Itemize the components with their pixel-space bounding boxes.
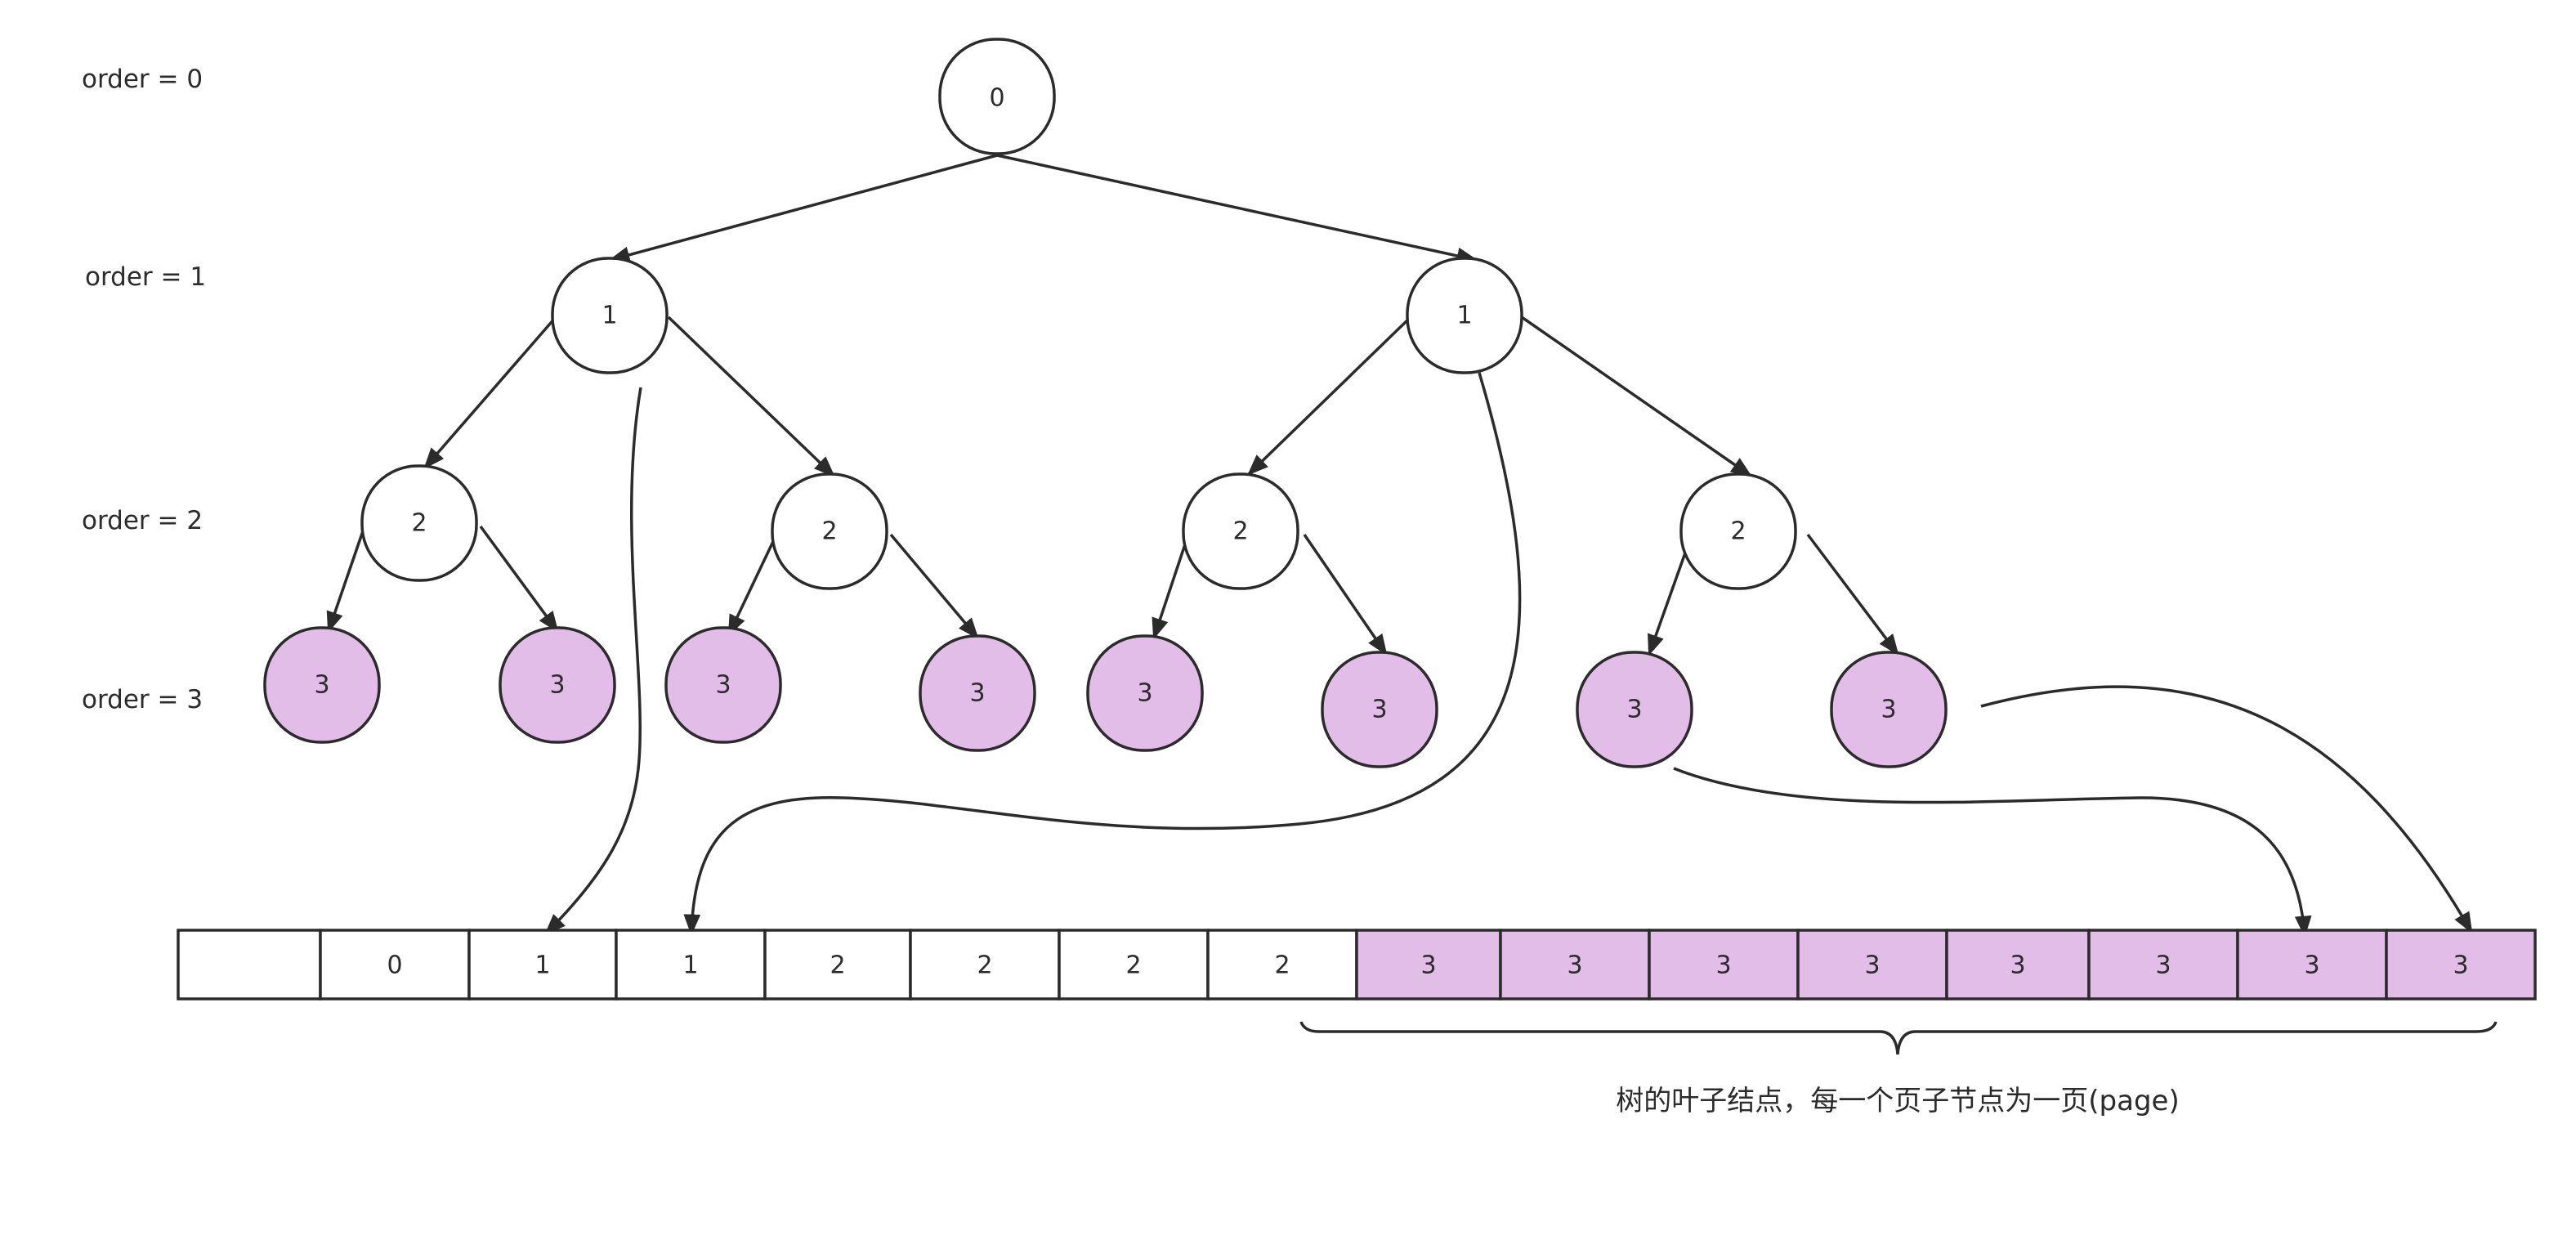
- node-order-2-c: 2: [1182, 472, 1299, 590]
- array-cell-4: 2: [763, 929, 912, 1001]
- edge-l2c-l3f: [1303, 534, 1388, 656]
- node-order-2-b: 2: [771, 472, 888, 590]
- leaf-node-3: 3: [664, 626, 782, 744]
- leaf-node-5: 3: [1086, 634, 1204, 752]
- array-cell-12: 3: [1945, 929, 2091, 1001]
- node-label: 3: [314, 671, 329, 700]
- array-cell-5: 2: [909, 929, 1061, 1001]
- cell-label: 1: [534, 951, 550, 980]
- curve-leaf-to-cell-14: [1673, 767, 2312, 938]
- leaf-node-6: 3: [1321, 651, 1438, 768]
- node-label: 2: [821, 517, 837, 546]
- node-label: 3: [549, 671, 565, 700]
- node-order-2-a: 2: [360, 464, 478, 582]
- node-label: 1: [1456, 302, 1472, 330]
- node-label: 2: [1232, 517, 1248, 546]
- curve-l1b-to-cell-1: [683, 372, 1522, 936]
- node-label: 0: [989, 84, 1004, 113]
- mapping-curves: [544, 372, 2473, 938]
- order-label-3: order = 3: [82, 685, 203, 714]
- curve-leaf-to-cell-15: [1980, 685, 2473, 934]
- order-label-2: order = 2: [82, 506, 203, 535]
- cell-label: 3: [2453, 951, 2468, 980]
- array-cell-1: 0: [319, 929, 471, 1001]
- array-cell-9: 3: [1499, 929, 1651, 1001]
- node-label: 2: [411, 509, 427, 538]
- node-label: 3: [969, 679, 985, 708]
- node-order-1-a: 1: [551, 257, 669, 374]
- order-label-0: order = 0: [82, 65, 203, 94]
- array-cell-3: 1: [615, 929, 767, 1001]
- edge-root-right: [996, 154, 1478, 265]
- node-order-1-b: 1: [1406, 257, 1523, 374]
- node-label: 1: [602, 302, 617, 330]
- cell-label: 1: [682, 951, 698, 980]
- edge-l2b-l3d: [889, 533, 979, 639]
- edge-l2c-l3e: [1152, 534, 1190, 640]
- array-cell-14: 3: [2236, 929, 2388, 1001]
- page-array: 0 1 1 2 2 2 2 3: [177, 929, 2537, 1001]
- cell-label: 3: [1715, 951, 1731, 980]
- cell-label: 2: [1274, 951, 1290, 980]
- array-cell-8: 3: [1355, 929, 1502, 1001]
- node-label: 3: [1137, 679, 1152, 708]
- cell-label: 3: [1567, 951, 1582, 980]
- array-cell-11: 3: [1796, 929, 1948, 1001]
- cell-label: 0: [387, 951, 402, 980]
- cell-label: 3: [1420, 951, 1436, 980]
- node-label: 3: [1371, 696, 1387, 724]
- array-cell-2: 1: [467, 929, 618, 1001]
- array-cell-6: 2: [1058, 929, 1210, 1001]
- array-cell-7: 2: [1206, 929, 1358, 1001]
- leaf-node-4: 3: [919, 634, 1036, 752]
- order-label-1: order = 1: [85, 262, 206, 292]
- cell-label: 3: [2304, 951, 2319, 980]
- cell-label: 2: [1125, 951, 1141, 980]
- cell-label: 3: [2155, 951, 2171, 980]
- edge-root-left: [608, 154, 998, 263]
- array-cell-0: [177, 929, 322, 1001]
- leaf-node-7: 3: [1576, 651, 1693, 768]
- node-order-0: 0: [938, 38, 1056, 155]
- edge-l1a-l2a: [423, 316, 557, 469]
- cell-label: 2: [977, 951, 992, 980]
- tree-edges: [326, 154, 1899, 656]
- edge-l2a-l3b: [479, 525, 559, 633]
- cell-label: 2: [830, 951, 845, 980]
- tree-nodes: 0 1 1 2 2 2 2 3: [263, 38, 1948, 768]
- edge-l1b-l2d: [1521, 316, 1753, 477]
- cell-label: 3: [2010, 951, 2025, 980]
- leaf-range-brace: [1299, 1021, 2498, 1055]
- leaf-node-2: 3: [499, 626, 616, 744]
- leaf-node-1: 3: [263, 626, 381, 744]
- leaf-node-8: 3: [1830, 651, 1948, 768]
- node-label: 3: [1881, 696, 1896, 724]
- edge-l1a-l2b: [667, 316, 835, 477]
- order-labels: order = 0 order = 1 order = 2 order = 3: [82, 65, 206, 714]
- edge-l2d-l3h: [1806, 533, 1899, 656]
- array-cell-13: 3: [2087, 929, 2239, 1001]
- array-cell-10: 3: [1648, 929, 1800, 1001]
- edge-l1b-l2c: [1247, 316, 1412, 476]
- node-order-2-d: 2: [1679, 472, 1797, 590]
- curve-l1a-to-cell-1: [544, 387, 642, 935]
- edge-l2a-l3a: [326, 526, 366, 633]
- leaf-caption: 树的叶子结点，每一个页子节点为一页(page): [1616, 1085, 2179, 1117]
- edge-l2b-l3c: [727, 534, 778, 637]
- node-label: 3: [1626, 696, 1642, 724]
- node-label: 3: [715, 671, 731, 700]
- array-cell-15: 3: [2385, 929, 2537, 1001]
- node-label: 2: [1730, 517, 1746, 546]
- cell-label: 3: [1864, 951, 1880, 980]
